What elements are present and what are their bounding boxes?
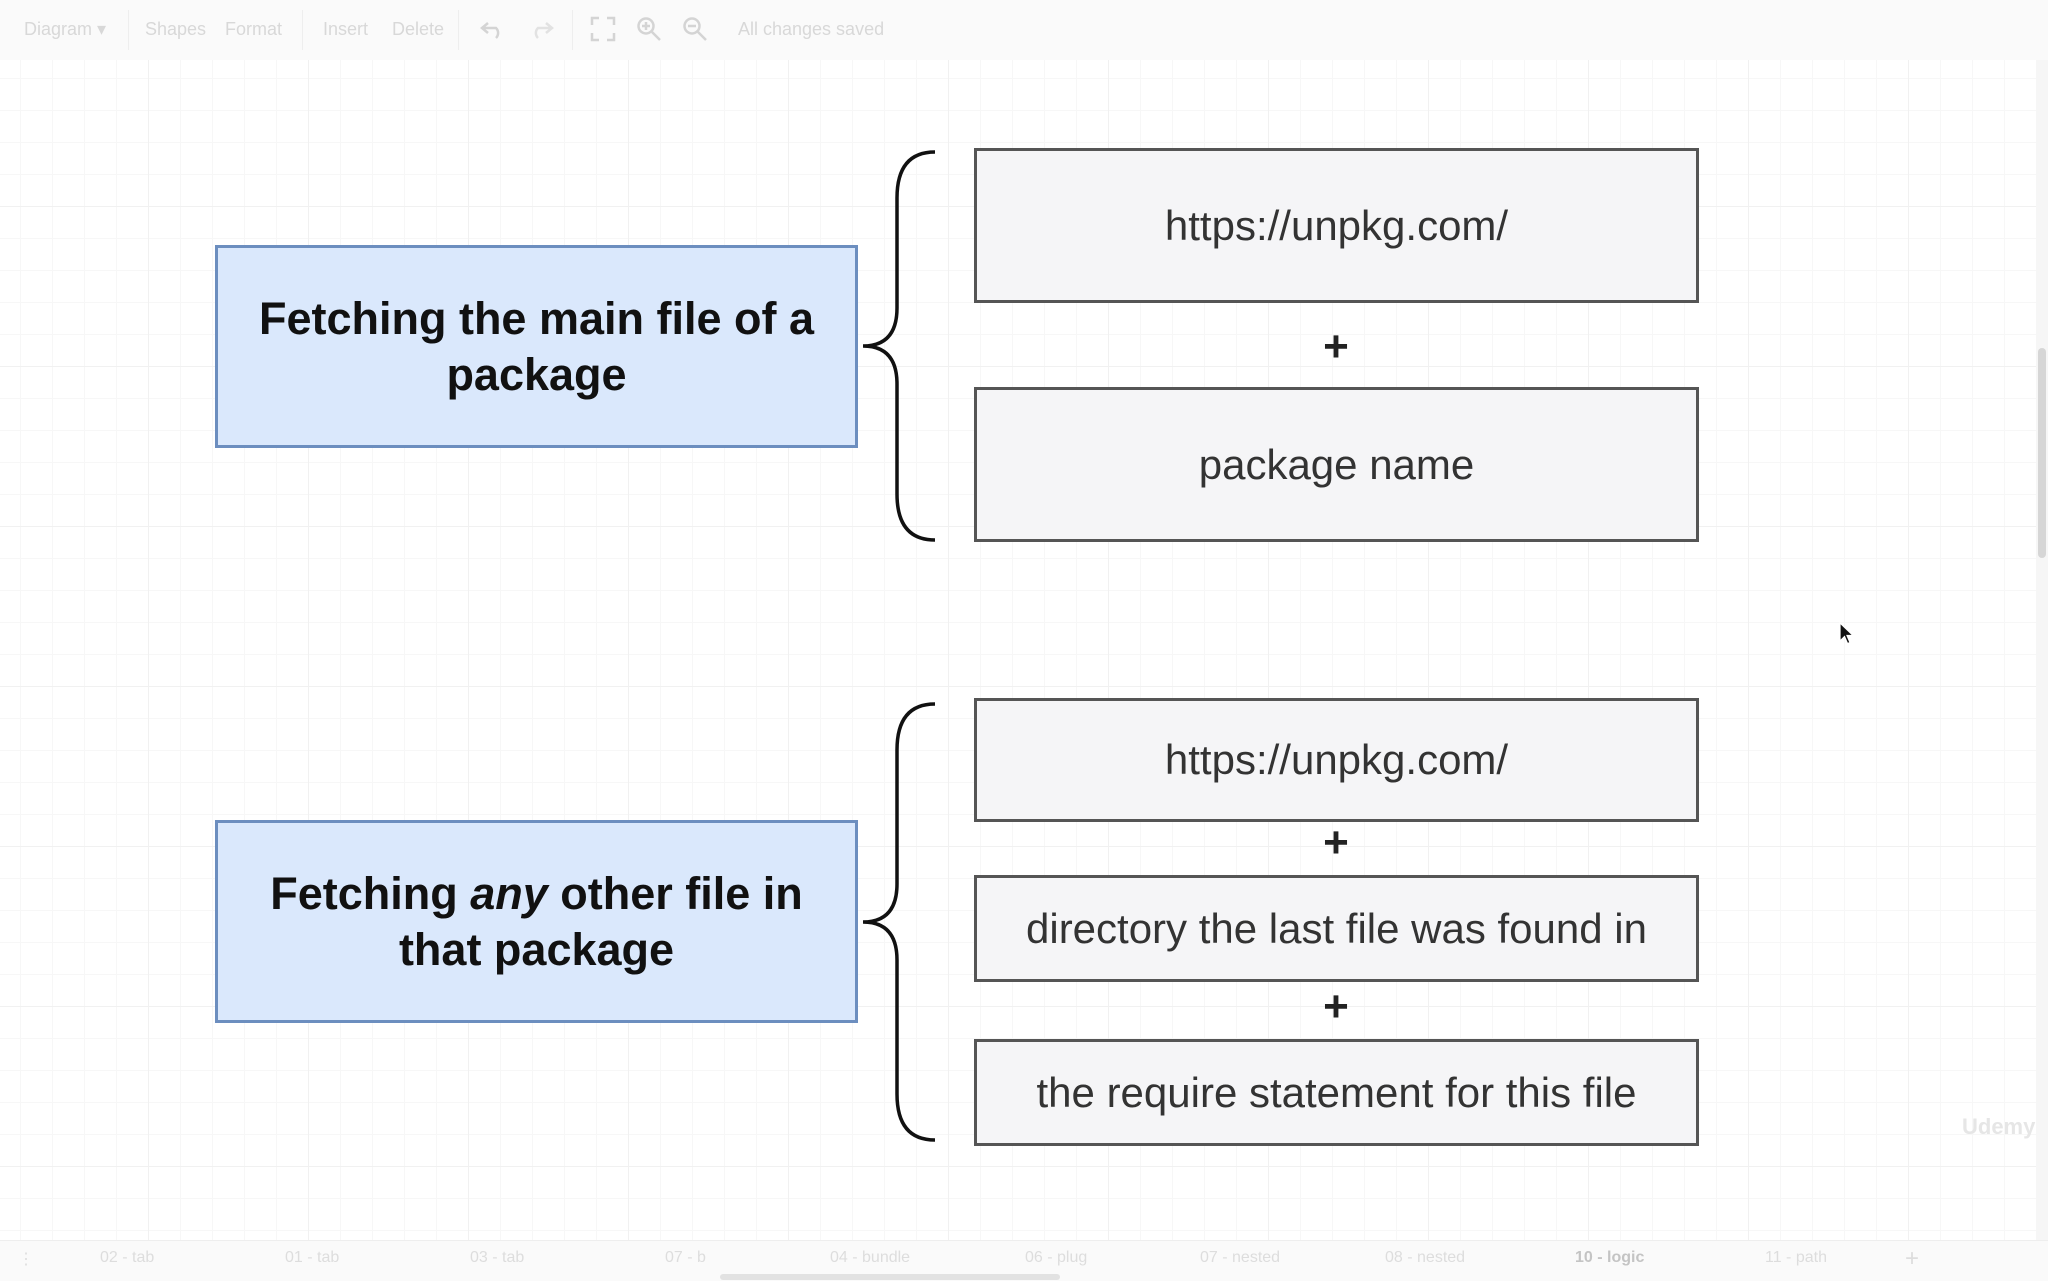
page-tab[interactable]: 06 - plug bbox=[1025, 1249, 1088, 1266]
vertical-scrollbar-thumb[interactable] bbox=[2038, 348, 2046, 558]
page-tabs-bar: ⋮ 02 - tab 01 - tab 03 - tab 07 - b 04 -… bbox=[0, 1240, 2048, 1281]
shapes-button[interactable]: Shapes bbox=[145, 19, 207, 39]
zoom-in-icon[interactable] bbox=[634, 14, 664, 44]
page-tab[interactable]: 04 - bundle bbox=[830, 1249, 911, 1266]
other-file-node[interactable]: Fetching any other file in that package bbox=[215, 820, 858, 1023]
page-tab[interactable]: 01 - tab bbox=[285, 1249, 340, 1266]
other-file-label: Fetching any other file in that package bbox=[238, 866, 835, 978]
fullscreen-icon[interactable] bbox=[588, 14, 618, 44]
mouse-cursor-icon bbox=[1839, 622, 1855, 645]
add-page-icon[interactable]: + bbox=[1905, 1245, 1920, 1272]
page-tab[interactable]: 02 - tab bbox=[100, 1249, 155, 1266]
page-tab[interactable]: 11 - path bbox=[1765, 1249, 1827, 1266]
directory-box[interactable]: directory the last file was found in bbox=[974, 875, 1699, 982]
unpkg-url-box[interactable]: https://unpkg.com/ bbox=[974, 148, 1699, 303]
redo-icon[interactable] bbox=[526, 14, 556, 44]
plus-sign: + bbox=[1323, 322, 1349, 371]
curly-bracket-bottom bbox=[862, 702, 936, 1142]
require-statement-label: the require statement for this file bbox=[1036, 1068, 1637, 1116]
require-statement-box[interactable]: the require statement for this file bbox=[974, 1039, 1699, 1146]
pages-menu-icon[interactable]: ⋮ bbox=[18, 1251, 34, 1268]
delete-button[interactable]: Delete bbox=[392, 19, 445, 39]
zoom-out-icon[interactable] bbox=[680, 14, 710, 44]
curly-bracket-top bbox=[862, 150, 936, 542]
undo-icon[interactable] bbox=[478, 14, 508, 44]
toolbar: Diagram ▾ Shapes Format Insert Delete Al… bbox=[0, 0, 2048, 61]
format-button[interactable]: Format bbox=[225, 19, 283, 39]
package-name-label: package name bbox=[1198, 440, 1475, 488]
diagram-menu-label: Diagram bbox=[24, 19, 93, 39]
other-file-label-emphasis: any bbox=[470, 867, 548, 919]
plus-sign: + bbox=[1323, 818, 1349, 867]
horizontal-scrollbar-thumb[interactable] bbox=[720, 1274, 1060, 1280]
page-tab[interactable]: 07 - b bbox=[665, 1249, 706, 1266]
diagram-menu[interactable]: Diagram ▾ bbox=[24, 19, 106, 40]
save-status: All changes saved bbox=[738, 19, 885, 39]
package-name-box[interactable]: package name bbox=[974, 387, 1699, 542]
directory-label: directory the last file was found in bbox=[1026, 904, 1647, 952]
toolbar-divider bbox=[128, 10, 129, 50]
plus-sign: + bbox=[1323, 982, 1349, 1031]
udemy-watermark: Udemy bbox=[1962, 1114, 2036, 1139]
insert-button[interactable]: Insert bbox=[323, 19, 369, 39]
unpkg-url-label: https://unpkg.com/ bbox=[1164, 736, 1509, 783]
page-tab-active[interactable]: 10 - logic bbox=[1575, 1249, 1645, 1266]
main-file-label: Fetching the main file of a package bbox=[258, 292, 815, 400]
vertical-scrollbar[interactable] bbox=[2036, 60, 2048, 1240]
unpkg-url-label: https://unpkg.com/ bbox=[1164, 201, 1509, 249]
page-tab[interactable]: 08 - nested bbox=[1385, 1249, 1466, 1266]
unpkg-url-box[interactable]: https://unpkg.com/ bbox=[974, 698, 1699, 822]
other-file-label-start: Fetching bbox=[270, 867, 471, 919]
main-file-node[interactable]: Fetching the main file of a package bbox=[215, 245, 858, 448]
other-file-label-end: other file in that package bbox=[398, 867, 803, 975]
chevron-down-icon: ▾ bbox=[97, 19, 107, 39]
page-tab[interactable]: 03 - tab bbox=[470, 1249, 525, 1266]
toolbar-divider bbox=[458, 10, 459, 50]
page-tab[interactable]: 07 - nested bbox=[1200, 1249, 1281, 1266]
toolbar-divider bbox=[572, 10, 573, 50]
toolbar-divider bbox=[302, 10, 303, 50]
